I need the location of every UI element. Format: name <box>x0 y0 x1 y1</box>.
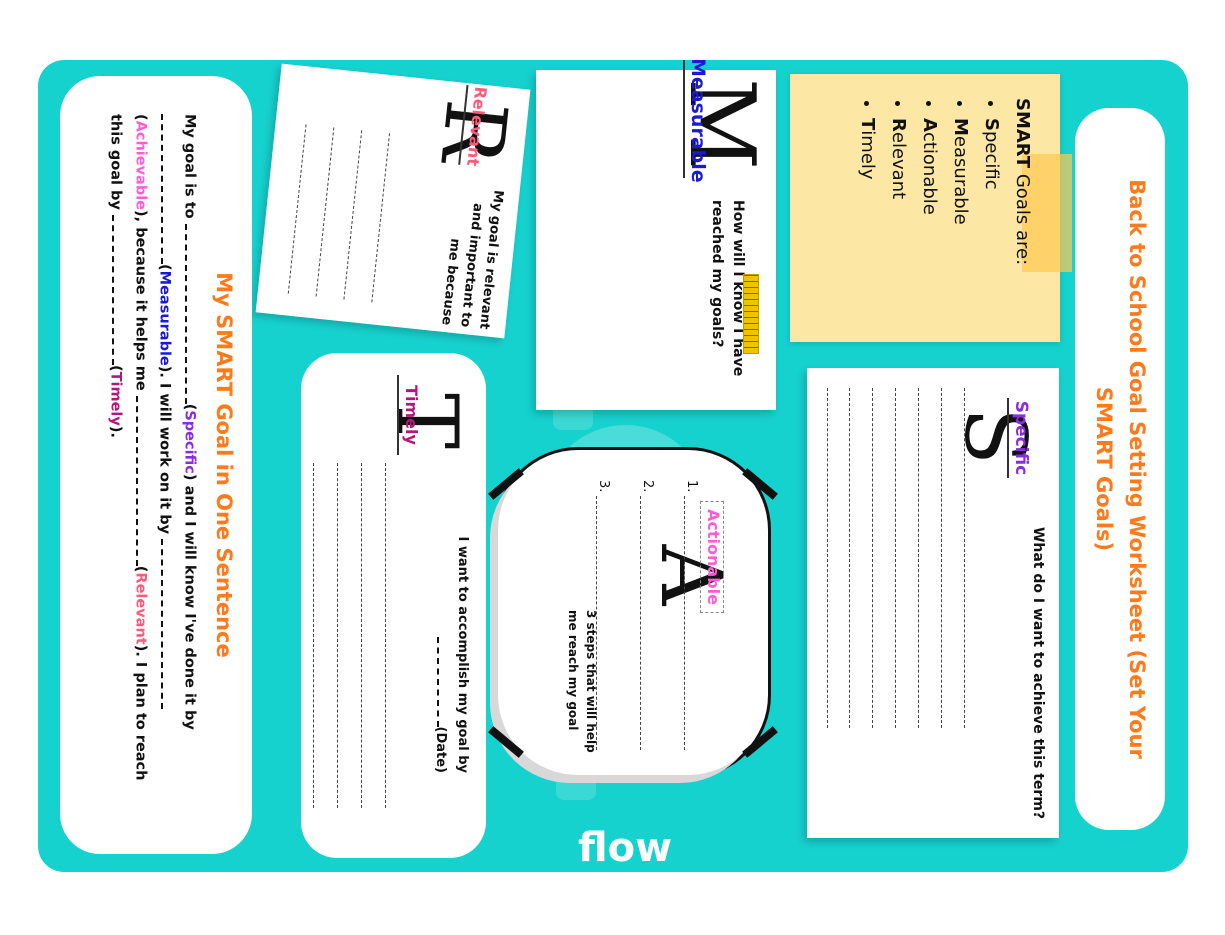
smart-heading: SMART Goals are: <box>1012 98 1033 266</box>
timely-card: T Timely I want to accomplish my goal by… <box>301 353 486 858</box>
measurable-card: M Measurable How will I know I have reac… <box>536 60 776 410</box>
timely-answer-lines <box>313 463 393 808</box>
specific-label: Specific <box>1007 398 1031 478</box>
smart-list-item: Timely <box>852 118 883 318</box>
relevant-card: R Relevant My goal is relevant and impor… <box>255 63 531 339</box>
actionable-step: 3. <box>596 480 640 750</box>
flow-logo: flow <box>578 825 673 871</box>
smart-list: SpecificMeasurableActionableRelevantTime… <box>852 98 1007 318</box>
actionable-step: 1. <box>684 480 728 750</box>
specific-question: What do I want to achieve this term? <box>1030 526 1046 820</box>
actionable-step: 2. <box>640 480 684 750</box>
relevant-question: My goal is relevant and important to me … <box>438 189 506 330</box>
page-title: Back to School Goal Setting Worksheet (S… <box>1092 179 1149 759</box>
sentence-title: My SMART Goal in One Sentence <box>212 272 236 658</box>
actionable-question: 3 steps that will help me reach my goal <box>566 610 598 753</box>
tape-strip <box>1022 154 1072 272</box>
smart-list-item: Measurable <box>945 118 976 318</box>
ruler-icon <box>743 274 759 354</box>
relevant-answer-lines <box>287 124 415 305</box>
timely-date-label: (Date) <box>433 726 448 773</box>
specific-answer-lines <box>827 388 967 728</box>
specific-card: What do I want to achieve this term? S S… <box>807 368 1059 838</box>
worksheet-background: Back to School Goal Setting Worksheet (S… <box>38 60 1188 872</box>
sticky-note: SMART Goals are: SpecificMeasurableActio… <box>790 74 1072 342</box>
measurable-question: How will I know I have reached my goals? <box>709 200 746 377</box>
actionable-cloud: A Actionable 3 steps that will help me r… <box>488 450 778 775</box>
smart-list-item: Actionable <box>914 118 945 318</box>
sentence-card: My SMART Goal in One Sentence My goal is… <box>60 76 252 854</box>
smart-list-item: Specific <box>976 118 1007 318</box>
title-card: Back to School Goal Setting Worksheet (S… <box>1075 108 1165 830</box>
actionable-steps: 1.2.3. <box>596 480 728 750</box>
timely-question: I want to accomplish my goal by <box>455 536 470 773</box>
smart-list-item: Relevant <box>883 118 914 318</box>
sentence-body: My goal is to (Specific) and I will know… <box>104 114 202 816</box>
